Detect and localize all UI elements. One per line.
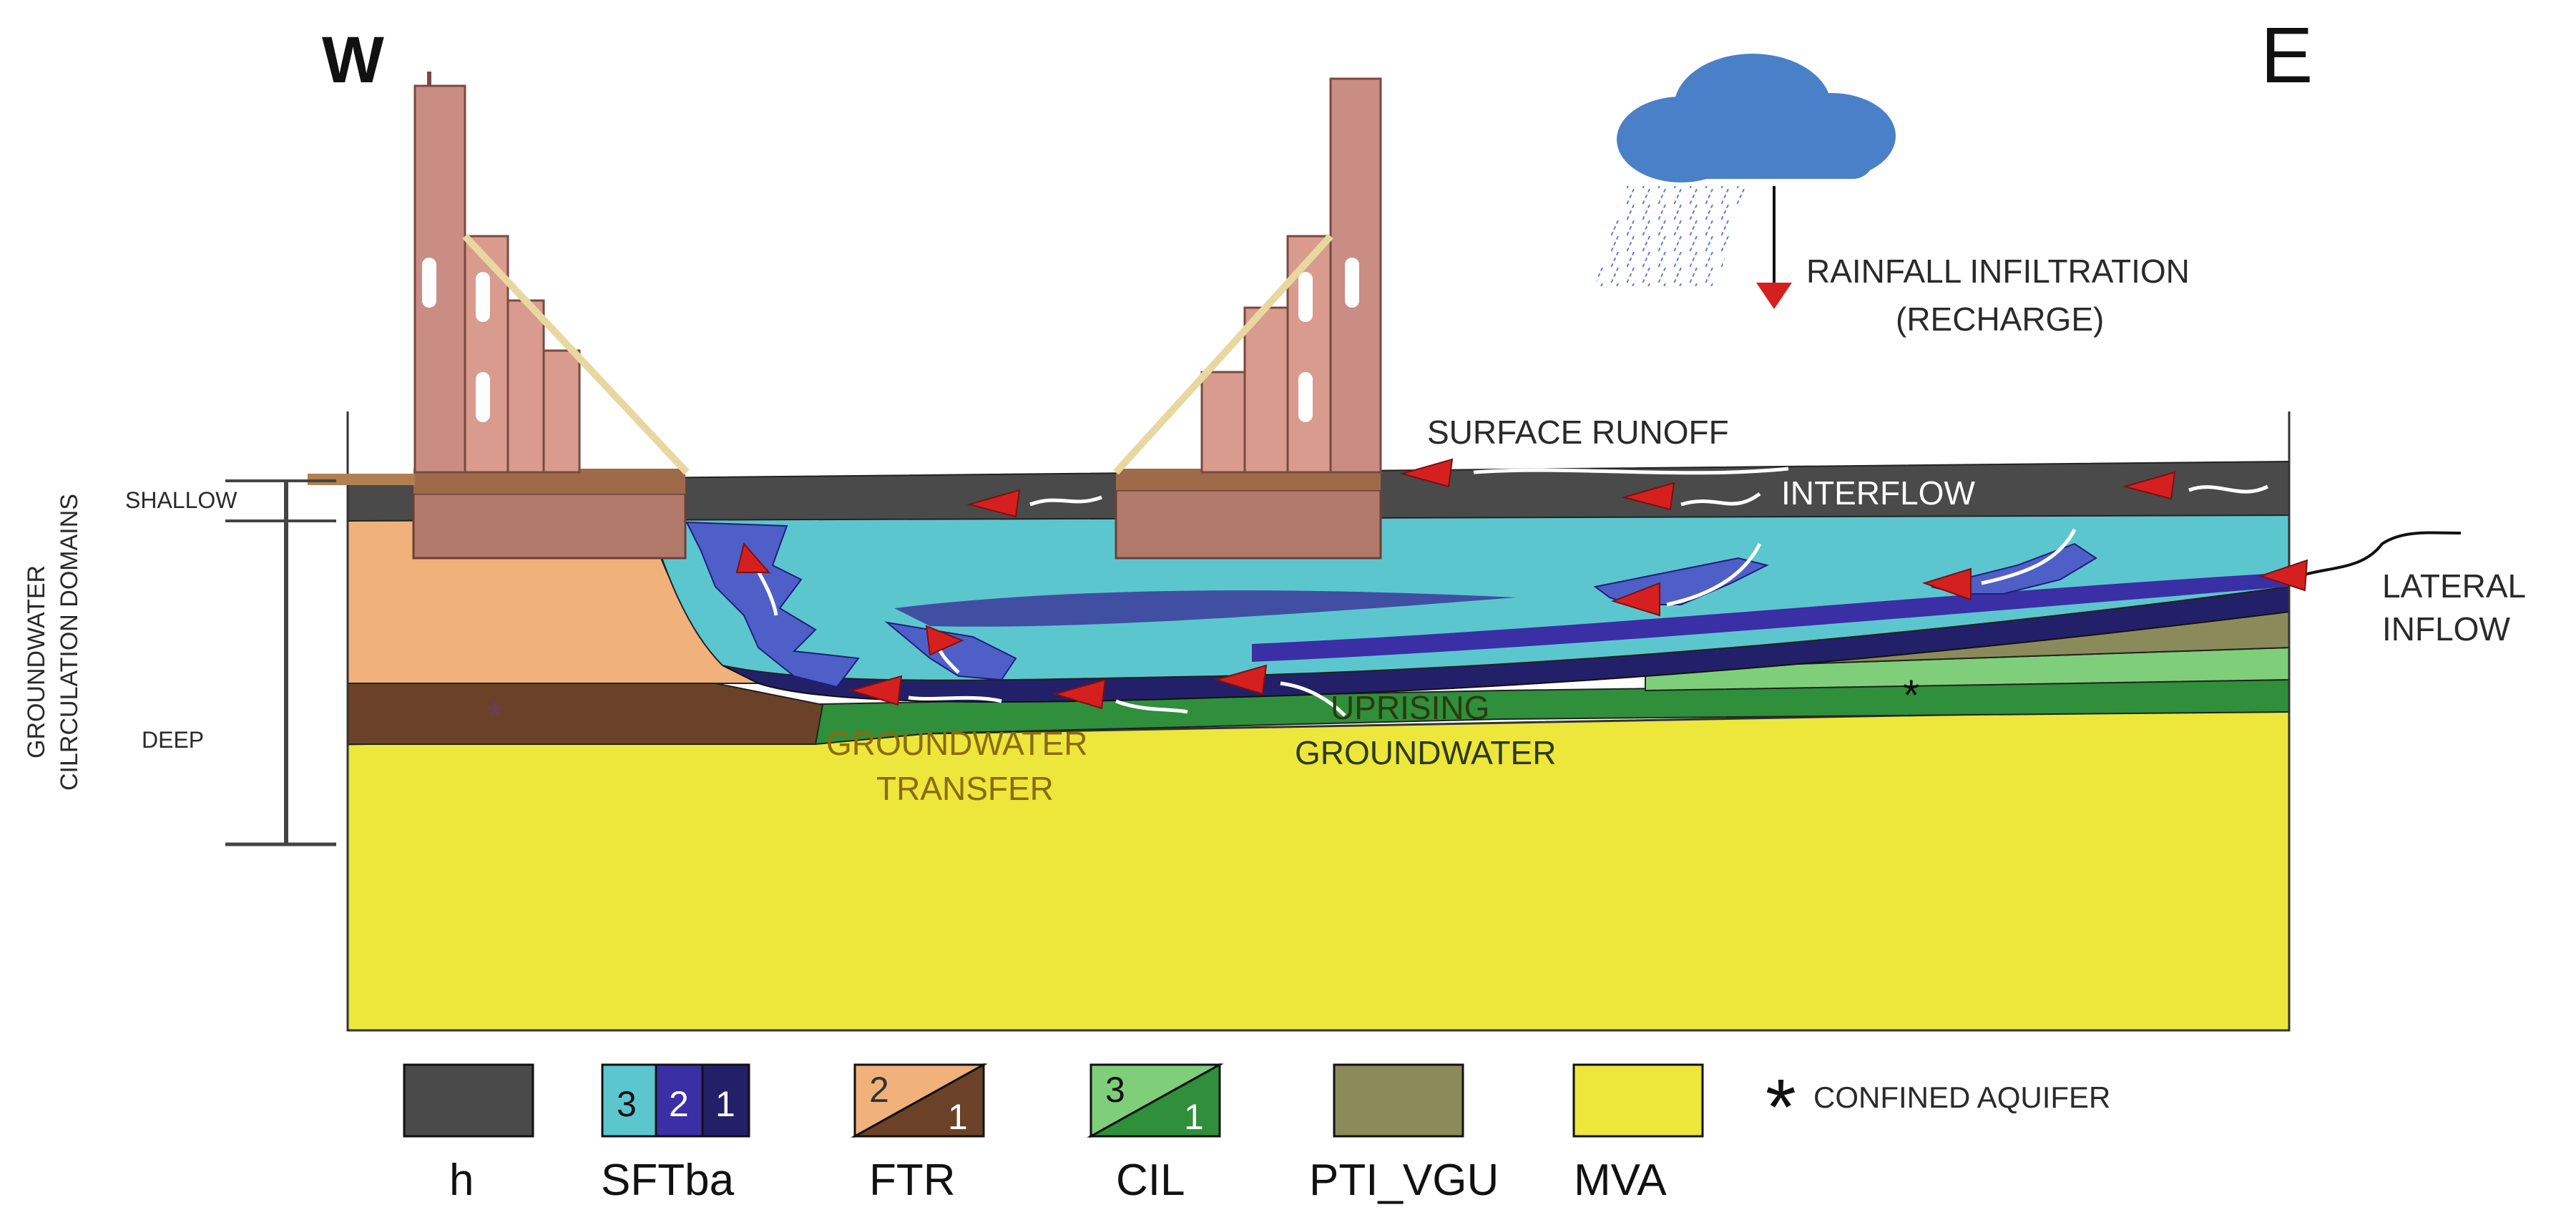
legend-sub-cil-3: 3: [1105, 1070, 1125, 1110]
lens-2: [884, 621, 1017, 681]
lateral-label-2: INFLOW: [2382, 610, 2510, 648]
layer-ftr-1: [347, 683, 824, 745]
legend-label-pti-vgu: PTI_VGU: [1309, 1156, 1499, 1205]
west-label: W: [322, 24, 384, 97]
arrow-sftba-2: [925, 625, 964, 656]
arrow-uprising: [1213, 664, 1268, 695]
arrow-interflow-3: [2122, 471, 2176, 500]
legend-label-h: h: [449, 1156, 474, 1205]
uprising-label-2: GROUNDWATER: [1295, 734, 1556, 771]
recharge-arrow-icon: [1756, 186, 1792, 309]
arrow-runoff: [1399, 458, 1454, 488]
arrow-transfer: [848, 675, 903, 706]
ruin-east: [1113, 77, 1382, 560]
legend-sub-sftba-1: 1: [715, 1084, 735, 1124]
confined-aquifer-label: CONFINED AQUIFER: [1813, 1080, 2110, 1114]
cross-section: * *: [346, 411, 2291, 1032]
legend-swatch-pti-vgu: [1333, 1063, 1464, 1138]
legend-label-ftr: FTR: [869, 1156, 956, 1205]
arrow-interflow-2: [1621, 482, 1675, 511]
arrow-interflow-1: [966, 489, 1021, 518]
legend-label-cil: CIL: [1116, 1156, 1185, 1205]
domains-axis-label-1: GROUNDWATER: [23, 565, 50, 758]
shallow-label: SHALLOW: [125, 487, 237, 513]
deep-label: DEEP: [142, 727, 204, 753]
legend-swatch-mva: [1572, 1063, 1704, 1138]
legend-label-mva: MVA: [1574, 1156, 1667, 1205]
flow-arrows: [735, 458, 2462, 717]
legend: h 3 2 1 SFTba 2 1 FTR 3 1 CIL PTI_VGU MV…: [403, 1063, 2110, 1205]
lens-sftba-2: [894, 590, 1517, 627]
uprising-label-1: UPRISING: [1331, 689, 1489, 726]
interflow-label: INTERFLOW: [1781, 474, 1975, 512]
circulation-domains-axis: SHALLOW DEEP GROUNDWATER CILRCULATION DO…: [23, 479, 336, 846]
arrow-lateral: [2258, 559, 2308, 592]
transfer-label-2: TRANSFER: [876, 770, 1054, 807]
legend-sub-cil-1: 1: [1184, 1097, 1204, 1137]
arrow-lens-3: [1610, 582, 1660, 617]
legend-sub-sftba-3: 3: [617, 1084, 637, 1124]
legend-sub-ftr-1: 1: [948, 1097, 968, 1137]
lateral-label-1: LATERAL: [2382, 567, 2526, 605]
surface-runoff-label: SURFACE RUNOFF: [1427, 414, 1729, 451]
legend-swatch-h: [403, 1063, 534, 1138]
rainfall-label-2: (RECHARGE): [1896, 301, 2104, 338]
confined-aquifer-star-icon: *: [1766, 1063, 1796, 1151]
transfer-label-1: GROUNDWATER: [826, 725, 1087, 762]
rain-cloud-icon: [1595, 54, 1896, 286]
layer-sftba-2: [1252, 572, 2289, 662]
legend-label-sftba: SFTba: [601, 1156, 735, 1205]
arrow-transfer-2: [1052, 678, 1107, 710]
legend-sub-ftr-2: 2: [869, 1070, 889, 1110]
confined-star-ftr: *: [486, 693, 503, 741]
ruin-west: [308, 72, 690, 560]
rainfall-label-1: RAINFALL INFILTRATION: [1806, 253, 2190, 290]
east-label: E: [2261, 11, 2313, 99]
legend-sub-sftba-2: 2: [669, 1084, 689, 1124]
arrow-sftba-1: [735, 542, 771, 573]
flowline-runoff: [1473, 467, 1789, 475]
domains-axis-label-2: CILRCULATION DOMAINS: [56, 494, 83, 791]
arrow-lens-4: [1921, 567, 1972, 601]
confined-star-cil: *: [1903, 671, 1919, 719]
layer-cil-1: [785, 678, 2290, 746]
